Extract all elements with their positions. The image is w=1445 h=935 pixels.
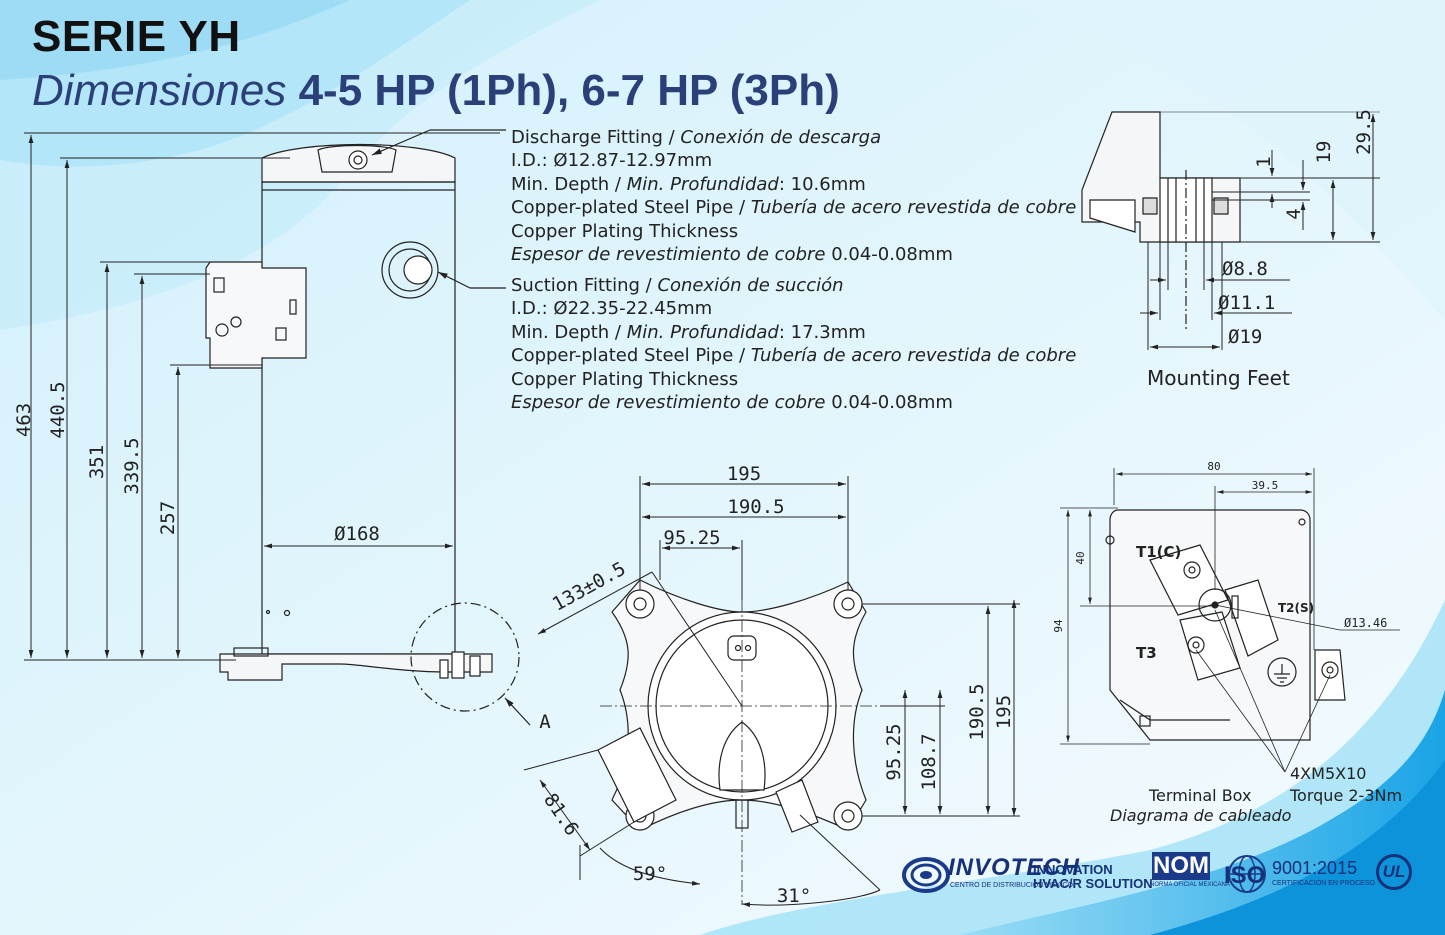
terminal-t2: T2(S) [1278, 601, 1314, 615]
dim-463: 463 [13, 403, 35, 437]
dim-t1346: Ø13.46 [1344, 616, 1387, 630]
screw-spec: 4XM5X10 [1290, 764, 1367, 783]
suction-id: I.D.: Ø22.35-22.45mm [511, 298, 713, 320]
invotech-logo: INVOTECH [948, 854, 1081, 881]
dim-h195: 195 [993, 695, 1015, 729]
iso-logo: ISO [1224, 862, 1266, 889]
compressor-bottom-view [597, 560, 920, 905]
mounting-feet-dimensions [1140, 111, 1380, 350]
wiring-diagram-caption: Diagrama de cableado [1110, 806, 1292, 825]
iso-number: 9001:2015 [1272, 858, 1358, 878]
dim-h108: 108.7 [918, 733, 940, 790]
compressor-side-view [205, 129, 531, 726]
invotech-logo-icon [902, 857, 950, 893]
discharge-title: Discharge Fitting / [511, 127, 681, 148]
subtitle-bold: 4-5 HP (1Ph), 6-7 HP (3Ph) [298, 66, 840, 115]
detail-a-label: A [539, 711, 551, 733]
dim-351: 351 [86, 445, 108, 479]
suction-spec: Suction Fitting / Conexión de succión I.… [511, 274, 1076, 414]
mounting-feet-title: Mounting Feet [1147, 366, 1290, 390]
discharge-depth-label: Min. Depth / [511, 173, 627, 195]
dim-t94: 94 [1052, 619, 1065, 633]
suction-title: Suction Fitting / [511, 275, 658, 296]
terminal-t1: T1(C) [1136, 543, 1181, 561]
dim-mf-29: 29.5 [1353, 109, 1375, 155]
suction-pipe: Copper-plated Steel Pipe / [511, 345, 751, 367]
dim-w190: 190.5 [727, 496, 784, 518]
nom-sub: NORMA OFICIAL MEXICANA [1150, 882, 1230, 888]
discharge-pipe-es: Tubería de acero revestida de cobre [750, 197, 1077, 219]
dim-mf-19: 19 [1313, 141, 1335, 164]
dim-d81: 81.6 [539, 790, 583, 840]
dim-440: 440.5 [47, 381, 69, 438]
dimensions-subtitle: Dimensiones 4-5 HP (1Ph), 6-7 HP (3Ph) [32, 66, 840, 116]
dim-mf-d111: Ø11.1 [1218, 292, 1275, 314]
suction-plating: Copper Plating Thickness [511, 368, 739, 390]
dim-dia168: Ø168 [334, 523, 380, 545]
suction-pipe-es: Tubería de acero revestida de cobre [750, 345, 1077, 367]
dim-h95: 95.25 [883, 723, 905, 780]
terminal-box-view [1105, 509, 1346, 741]
terminal-ids: T1(C) T2(S) T3 [1136, 543, 1314, 662]
dim-h190: 190.5 [966, 683, 988, 740]
dim-mf-d88: Ø8.8 [1222, 258, 1268, 280]
discharge-spec: Discharge Fitting / Conexión de descarga… [511, 126, 1076, 266]
nom-logo: NOM [1152, 852, 1210, 880]
series-title: SERIE YH [32, 12, 241, 61]
invotech-sub: CENTRO DE DISTRIBUCIÓN MÉXICO [950, 882, 1073, 889]
terminal-box-caption: Terminal Box [1149, 786, 1252, 805]
suction-plating-value: 0.04-0.08mm [825, 391, 953, 413]
dim-w95: 95.25 [663, 527, 720, 549]
mounting-feet-detail [1081, 111, 1241, 330]
dim-t80: 80 [1207, 460, 1220, 473]
dim-339: 339.5 [121, 437, 143, 494]
dim-mf-d19: Ø19 [1228, 326, 1262, 348]
subtitle-italic: Dimensiones [32, 66, 287, 115]
discharge-plating-es: Espesor de revestimiento de cobre [511, 243, 826, 265]
dim-mf-4: 4 [1283, 208, 1305, 219]
discharge-id: I.D.: Ø12.87-12.97mm [511, 150, 713, 172]
suction-title-es: Conexión de succión [657, 275, 844, 296]
dim-angle31: 31° [777, 885, 811, 907]
discharge-pipe: Copper-plated Steel Pipe / [511, 197, 751, 219]
dim-257: 257 [157, 501, 179, 535]
hvac-solution-text: HVAC/R SOLUTION [1033, 876, 1153, 891]
terminal-t3: T3 [1136, 644, 1157, 662]
bottom-view-dimensions [523, 476, 1020, 908]
discharge-plating-value: 0.04-0.08mm [825, 243, 953, 265]
dim-mf-1: 1 [1253, 156, 1275, 167]
terminal-labels: 80 39.5 40 94 Ø13.46 [1052, 460, 1387, 633]
dim-t39: 39.5 [1252, 479, 1279, 492]
discharge-depth-es: Min. Profundidad [626, 173, 779, 195]
suction-depth-es: Min. Profundidad [626, 321, 779, 343]
discharge-title-es: Conexión de descarga [680, 127, 882, 148]
torque-spec: Torque 2-3Nm [1290, 786, 1403, 805]
discharge-plating: Copper Plating Thickness [511, 220, 739, 242]
iso-globe-icon [1228, 855, 1266, 893]
iso-sub: CERTIFICACIÓN EN PROCESO [1272, 880, 1375, 887]
discharge-depth-value: : 10.6mm [778, 173, 866, 195]
side-view-dimensions [24, 132, 500, 661]
innovation-text: INNOVATION [1033, 862, 1113, 877]
ul-logo: UL [1376, 854, 1412, 890]
suction-depth-value: : 17.3mm [778, 321, 866, 343]
dim-w195: 195 [727, 463, 761, 485]
suction-plating-es: Espesor de revestimiento de cobre [511, 391, 826, 413]
dim-t40: 40 [1074, 551, 1087, 564]
terminal-box-dimensions [1060, 468, 1400, 773]
dim-angle59: 59° [633, 863, 667, 885]
dimension-labels: 463 440.5 351 339.5 257 Ø168 A 29.5 19 1… [13, 109, 1375, 907]
suction-depth-label: Min. Depth / [511, 321, 627, 343]
